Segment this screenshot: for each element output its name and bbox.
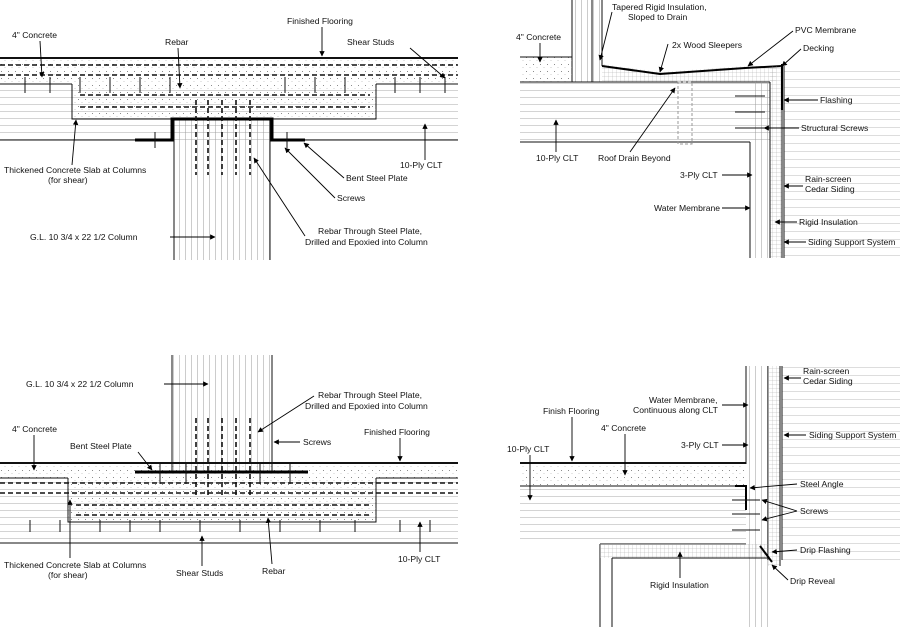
label-cedar-siding-note: Cedar Siding (805, 184, 855, 194)
pvc-membrane (601, 65, 783, 76)
rigid-insulation-soffit (600, 544, 768, 558)
label-column: G.L. 10 3/4 x 22 1/2 Column (26, 379, 134, 389)
rebar-through-plate (195, 418, 251, 495)
label-bent-plate: Bent Steel Plate (70, 441, 132, 451)
finish-flooring-line (520, 462, 746, 464)
concrete-topping (0, 60, 458, 84)
screws (154, 132, 288, 148)
label-shear-studs: Shear Studs (347, 37, 394, 47)
label-bent-plate: Bent Steel Plate (346, 173, 408, 183)
detail-column-slab-top: 4" Concrete Rebar Finished Flooring Shea… (0, 16, 458, 260)
finished-flooring-line (0, 462, 458, 464)
label-cedar-siding: Rain-screen (805, 174, 852, 184)
label-thickened-slab-note: (for shear) (48, 570, 88, 580)
clt-slab (520, 486, 746, 544)
label-concrete: 4" Concrete (12, 30, 57, 40)
label-rigid-insulation: Rigid Insulation (799, 217, 858, 227)
label-decking: Decking (803, 43, 834, 53)
label-three-ply: 3-Ply CLT (681, 440, 719, 450)
label-clt: 10-Ply CLT (507, 444, 550, 454)
label-cedar-siding: Rain-screen (803, 366, 850, 376)
label-drip-flashing: Drip Flashing (800, 545, 851, 555)
label-cedar-siding-note: Cedar Siding (803, 376, 853, 386)
label-screws: Screws (800, 506, 828, 516)
label-thickened-slab: Thickened Concrete Slab at Columns (4, 165, 146, 175)
label-thickened-slab: Thickened Concrete Slab at Columns (4, 560, 146, 570)
label-flashing: Flashing (820, 95, 853, 105)
rigid-insulation-wall (768, 366, 780, 566)
label-tapered-insulation-note: Sloped to Drain (628, 12, 687, 22)
label-structural-screws: Structural Screws (801, 123, 868, 133)
label-thickened-slab-note: (for shear) (48, 175, 88, 185)
label-drip-reveal: Drip Reveal (790, 576, 835, 586)
label-tapered-insulation: Tapered Rigid Insulation, (612, 2, 707, 12)
concrete-topping (520, 57, 572, 82)
drip-flashing (759, 545, 773, 563)
label-screws: Screws (303, 437, 331, 447)
label-water-membrane: Water Membrane, (649, 395, 717, 405)
label-clt: 10-Ply CLT (398, 554, 441, 564)
label-rigid-insulation: Rigid Insulation (650, 580, 709, 590)
label-rebar-through: Rebar Through Steel Plate, (318, 226, 422, 236)
tapered-insulation (602, 64, 776, 82)
label-rebar-through: Rebar Through Steel Plate, (318, 390, 422, 400)
detail-slab-edge: Rain-screen Cedar Siding Water Membrane,… (507, 366, 900, 627)
label-finished-flooring: Finished Flooring (287, 16, 353, 26)
cedar-siding (782, 366, 900, 560)
steel-angle (735, 485, 747, 510)
label-wood-sleepers: 2x Wood Sleepers (672, 40, 742, 50)
label-siding-support: Siding Support System (809, 430, 896, 440)
screws (159, 462, 291, 484)
label-screws: Screws (337, 193, 365, 203)
shear-studs (29, 520, 431, 532)
glulam-column (172, 355, 272, 473)
label-water-membrane: Water Membrane (654, 203, 720, 213)
finished-flooring-line (0, 57, 458, 59)
label-rebar: Rebar (165, 37, 189, 47)
label-steel-angle: Steel Angle (800, 479, 844, 489)
label-rebar: Rebar (262, 566, 286, 576)
label-finished-flooring: Finished Flooring (364, 427, 430, 437)
screws (732, 499, 760, 531)
shear-studs (24, 77, 446, 93)
label-water-membrane-note: Continuous along CLT (633, 405, 719, 415)
roof-drain (677, 81, 693, 145)
concrete-topping (520, 464, 746, 486)
label-clt: 10-Ply CLT (536, 153, 579, 163)
label-column: G.L. 10 3/4 x 22 1/2 Column (30, 232, 138, 242)
structural-screws (735, 95, 765, 129)
rigid-insulation (770, 66, 782, 258)
label-clt: 10-Ply CLT (400, 160, 443, 170)
label-finish-flooring: Finish Flooring (543, 406, 600, 416)
label-rebar-through-note: Drilled and Epoxied into Column (305, 401, 428, 411)
label-roof-drain: Roof Drain Beyond (598, 153, 671, 163)
detail-column-slab-bottom: G.L. 10 3/4 x 22 1/2 Column Rebar Throug… (0, 355, 458, 580)
clt-slab (520, 82, 770, 142)
label-concrete: 4" Concrete (516, 32, 561, 42)
label-rebar-through-note: Drilled and Epoxied into Column (305, 237, 428, 247)
three-ply-clt (746, 366, 768, 627)
three-ply-clt (750, 82, 770, 258)
label-siding-support: Siding Support System (808, 237, 895, 247)
detail-roof-parapet: Tapered Rigid Insulation, Sloped to Drai… (516, 0, 900, 258)
rebar-through-plate (195, 100, 251, 175)
cedar-siding (784, 66, 900, 258)
label-pvc-membrane: PVC Membrane (795, 25, 856, 35)
label-concrete: 4" Concrete (601, 423, 646, 433)
label-concrete: 4" Concrete (12, 424, 57, 434)
label-shear-studs: Shear Studs (176, 568, 223, 578)
label-three-ply: 3-Ply CLT (680, 170, 718, 180)
